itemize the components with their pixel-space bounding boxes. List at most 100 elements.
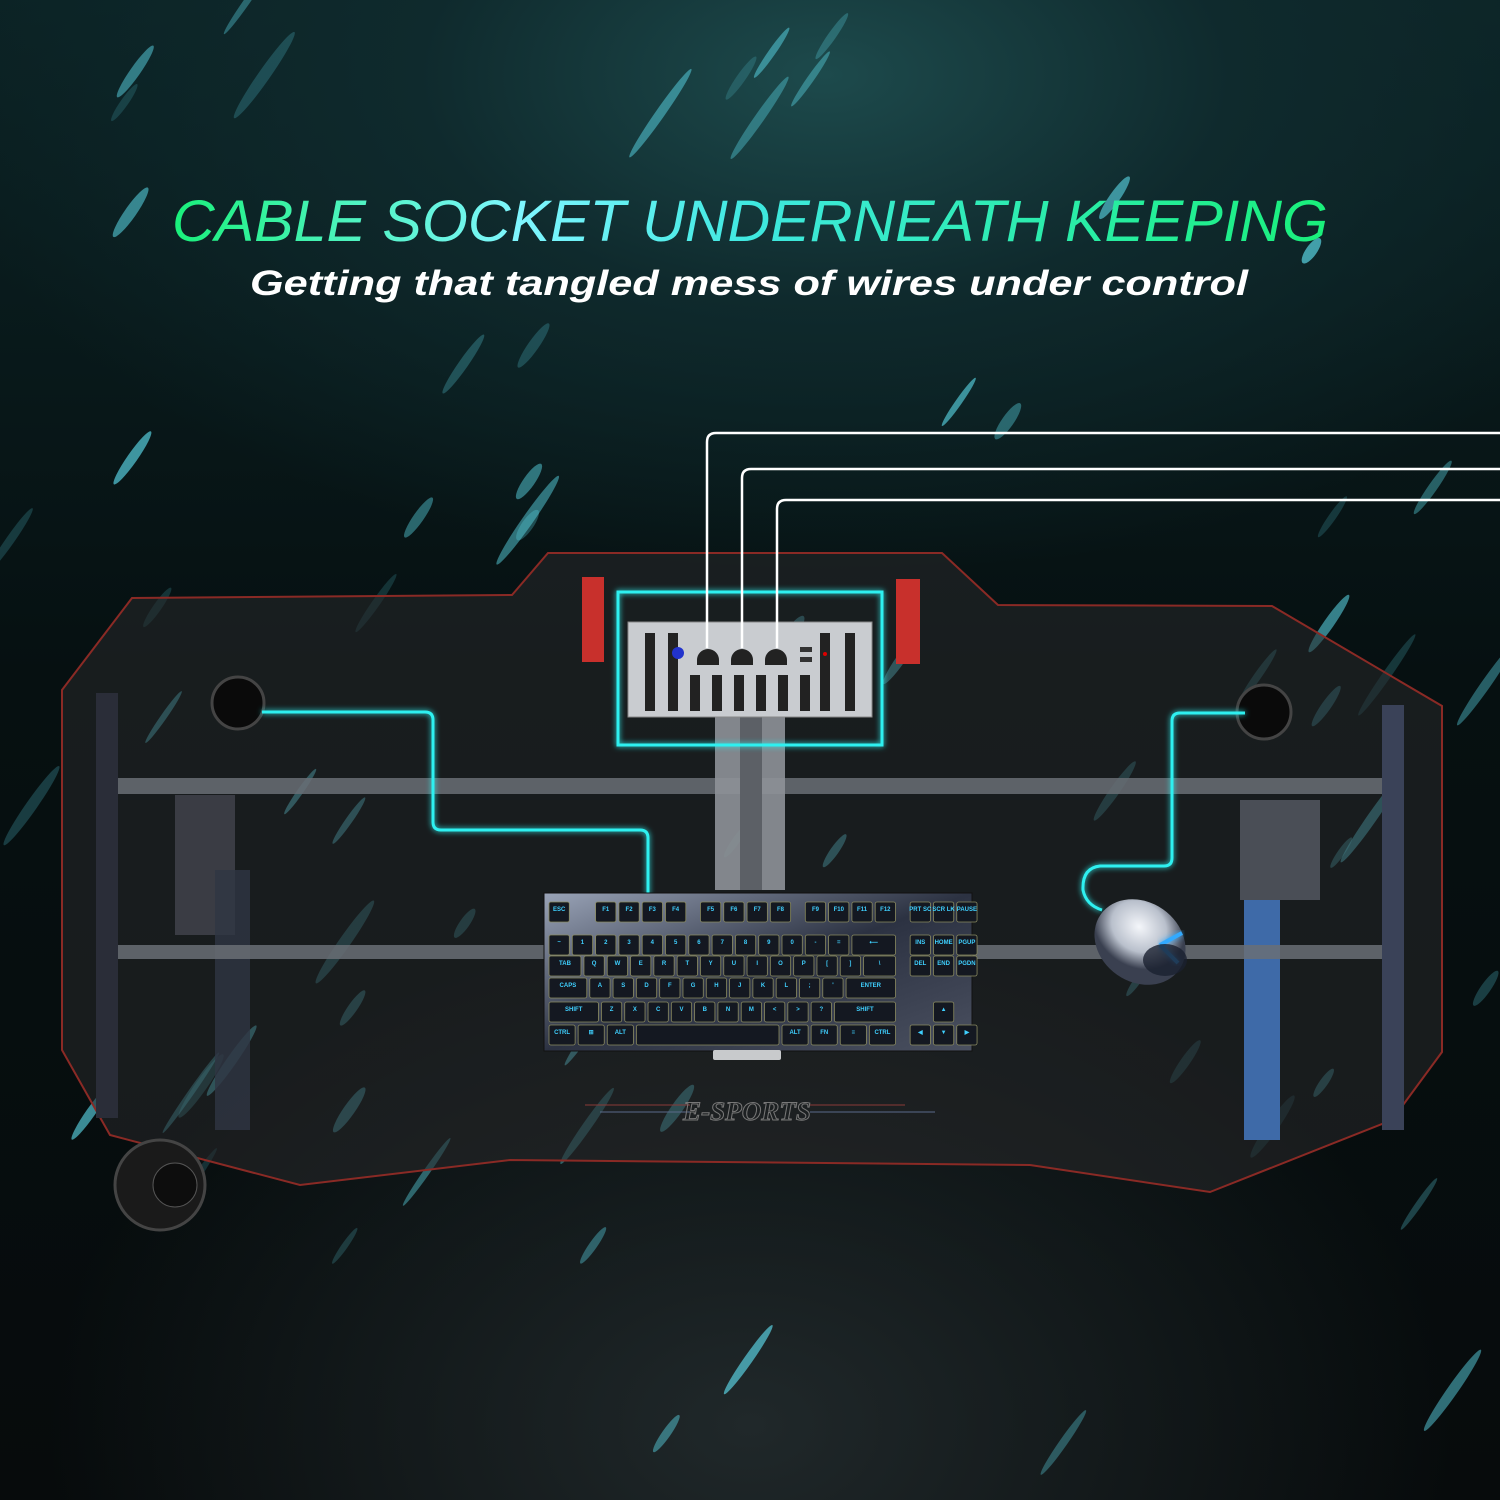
keyboard-key: E (630, 955, 652, 977)
plug-icon (731, 649, 753, 665)
indicator-light-icon (823, 652, 827, 656)
keyboard-key: DEL (909, 955, 931, 977)
left-cable-grommet (210, 675, 266, 731)
keyboard-key: F11 (851, 901, 873, 923)
light-streak (517, 323, 550, 368)
keyboard-key: J (729, 977, 751, 999)
key-label: ⟵ (869, 939, 878, 946)
keyboard-key: Q (583, 955, 605, 977)
keyboard-key: F1 (595, 901, 617, 923)
keyboard-key: H (705, 977, 727, 999)
key-label: 0 (790, 940, 794, 946)
key-label: 7 (721, 940, 725, 946)
headline-subtitle: Getting that tangled mess of wires under… (250, 264, 1250, 303)
light-streak (403, 497, 434, 538)
key-label: CTRL (554, 1030, 570, 1036)
keyboard-key: FN (810, 1024, 838, 1046)
keyboard-key: PGUP (956, 934, 978, 956)
key-label: [ (826, 961, 828, 967)
usb-port-icon (800, 657, 812, 662)
key-label: A (598, 983, 603, 989)
key-label: PGDN (958, 961, 975, 967)
power-switch-icon[interactable] (672, 647, 684, 659)
keyboard-key: ⟵ (851, 934, 896, 956)
keyboard-key: ENTER (845, 977, 896, 999)
key-label: ▼ (941, 1030, 947, 1036)
callout-lines (705, 431, 1500, 648)
light-streak (233, 31, 295, 119)
key-label: V (679, 1007, 683, 1013)
key-label: U (732, 961, 736, 967)
e-sports-logo: E-SPORTS (682, 1097, 811, 1126)
light-streak (516, 509, 540, 541)
key-label: END (937, 961, 950, 967)
light-streak (0, 508, 33, 572)
key-label: F7 (754, 907, 762, 913)
key-label: F12 (880, 907, 891, 913)
keyboard-key: 8 (735, 934, 757, 956)
light-streak (1400, 1178, 1438, 1230)
keyboard-key: ESC (548, 901, 570, 923)
light-streak (112, 187, 149, 238)
light-streak (652, 1414, 680, 1453)
light-streak (941, 377, 976, 427)
keyboard-key: SHIFT (548, 1001, 599, 1023)
keyboard-key: F10 (828, 901, 850, 923)
key-label: ▲ (941, 1007, 947, 1013)
key-label: ~ (557, 940, 561, 946)
light-streak (579, 1227, 607, 1264)
left-mount-bracket (582, 577, 604, 662)
key-label: Y (709, 961, 713, 967)
keyboard-key: F5 (700, 901, 722, 923)
key-label: B (703, 1007, 708, 1013)
key-label: H (714, 983, 718, 989)
keyboard-key: F8 (769, 901, 792, 923)
keyboard-key: INS (909, 934, 931, 956)
keyboard-key: ▶ (956, 1024, 978, 1046)
light-streak (3, 766, 60, 846)
key-label: 8 (744, 940, 748, 946)
keyboard-key: \ (863, 955, 896, 977)
keyboard-key: F3 (641, 901, 663, 923)
key-label: ALT (789, 1030, 801, 1036)
headline-title: CABLE SOCKET UNDERNEATH KEEPING (172, 189, 1328, 254)
right-leg (1240, 705, 1404, 1140)
light-streak (1423, 1349, 1482, 1431)
key-label: ◀ (917, 1029, 923, 1036)
key-label: ENTER (861, 983, 882, 989)
keyboard-key: < (764, 1001, 786, 1023)
light-streak (116, 45, 154, 98)
key-label: 1 (581, 940, 585, 946)
keyboard-key: F2 (618, 901, 640, 923)
light-streak (223, 0, 270, 35)
light-streak (994, 403, 1022, 440)
plug-icon (765, 649, 787, 665)
keyboard-key: I (746, 955, 768, 977)
socket-vent (734, 675, 744, 711)
key-label: Z (610, 1007, 614, 1013)
key-label: > (796, 1007, 800, 1013)
keyboard-key: S (612, 977, 634, 999)
key-label: 6 (697, 940, 701, 946)
light-streak (725, 56, 757, 100)
light-streak (730, 76, 789, 160)
right-mount-bracket (896, 579, 920, 664)
keyboard-key: 9 (758, 934, 780, 956)
keyboard-key: ] (839, 955, 861, 977)
key-label: < (773, 1007, 777, 1013)
keyboard-key: ◀ (909, 1024, 931, 1046)
key-label: F3 (649, 907, 657, 913)
key-label: ? (819, 1007, 823, 1013)
keyboard-key: SHIFT (834, 1001, 896, 1023)
keyboard-key: R (653, 955, 675, 977)
keyboard-key: C (647, 1001, 669, 1023)
light-streak (332, 1227, 358, 1264)
key-label: DEL (914, 961, 926, 967)
keyboard-key: F12 (874, 901, 896, 923)
keyboard-key: 7 (711, 934, 733, 956)
keyboard-key: U (723, 955, 745, 977)
keyboard-key: 5 (665, 934, 687, 956)
keyboard-key: L (775, 977, 797, 999)
key-label: HOME (935, 940, 953, 946)
